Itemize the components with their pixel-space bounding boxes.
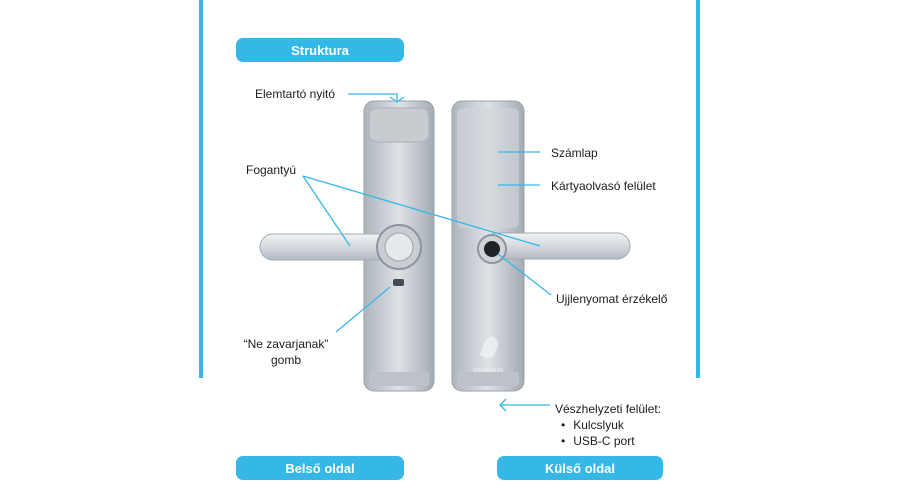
dnd-button [393,279,404,286]
list-item: USB-C port [561,433,634,449]
frame-left-border [199,0,203,378]
inner-lock-body [259,100,435,392]
dnd-button-label: “Ne zavarjanak” gomb [226,336,346,368]
emergency-list: Kulcslyuk USB-C port [561,417,635,449]
keypad-label: Számlap [551,146,598,160]
fingerprint-sensor [484,241,500,257]
outer-handle [484,232,631,260]
emergency-label: Vészhelyzeti felület: [555,402,662,416]
dnd-label-line1: “Ne zavarjanak” [243,337,329,351]
frame-right-border [696,0,700,378]
smartpass-logo: SMARTPASS [473,336,504,374]
handle-label: Fogantyú [246,163,297,177]
fingerprint-label: Ujjlenyomat érzékelő [556,292,668,306]
svg-text:SMARTPASS: SMARTPASS [473,368,504,374]
title-badge: Struktura [236,38,404,62]
card-reader-label: Kártyaolvasó felület [551,179,656,193]
outer-side-badge: Külső oldal [497,456,663,480]
callout-lines [302,93,552,412]
list-item: Kulcslyuk [561,417,635,433]
inner-side-badge: Belső oldal [236,456,404,480]
battery-opener-label: Elemtartó nyitó [255,87,336,101]
keypad-surface [457,108,519,228]
dnd-label-line2: gomb [270,353,302,367]
outer-lock-body: SMARTPASS [451,100,631,392]
